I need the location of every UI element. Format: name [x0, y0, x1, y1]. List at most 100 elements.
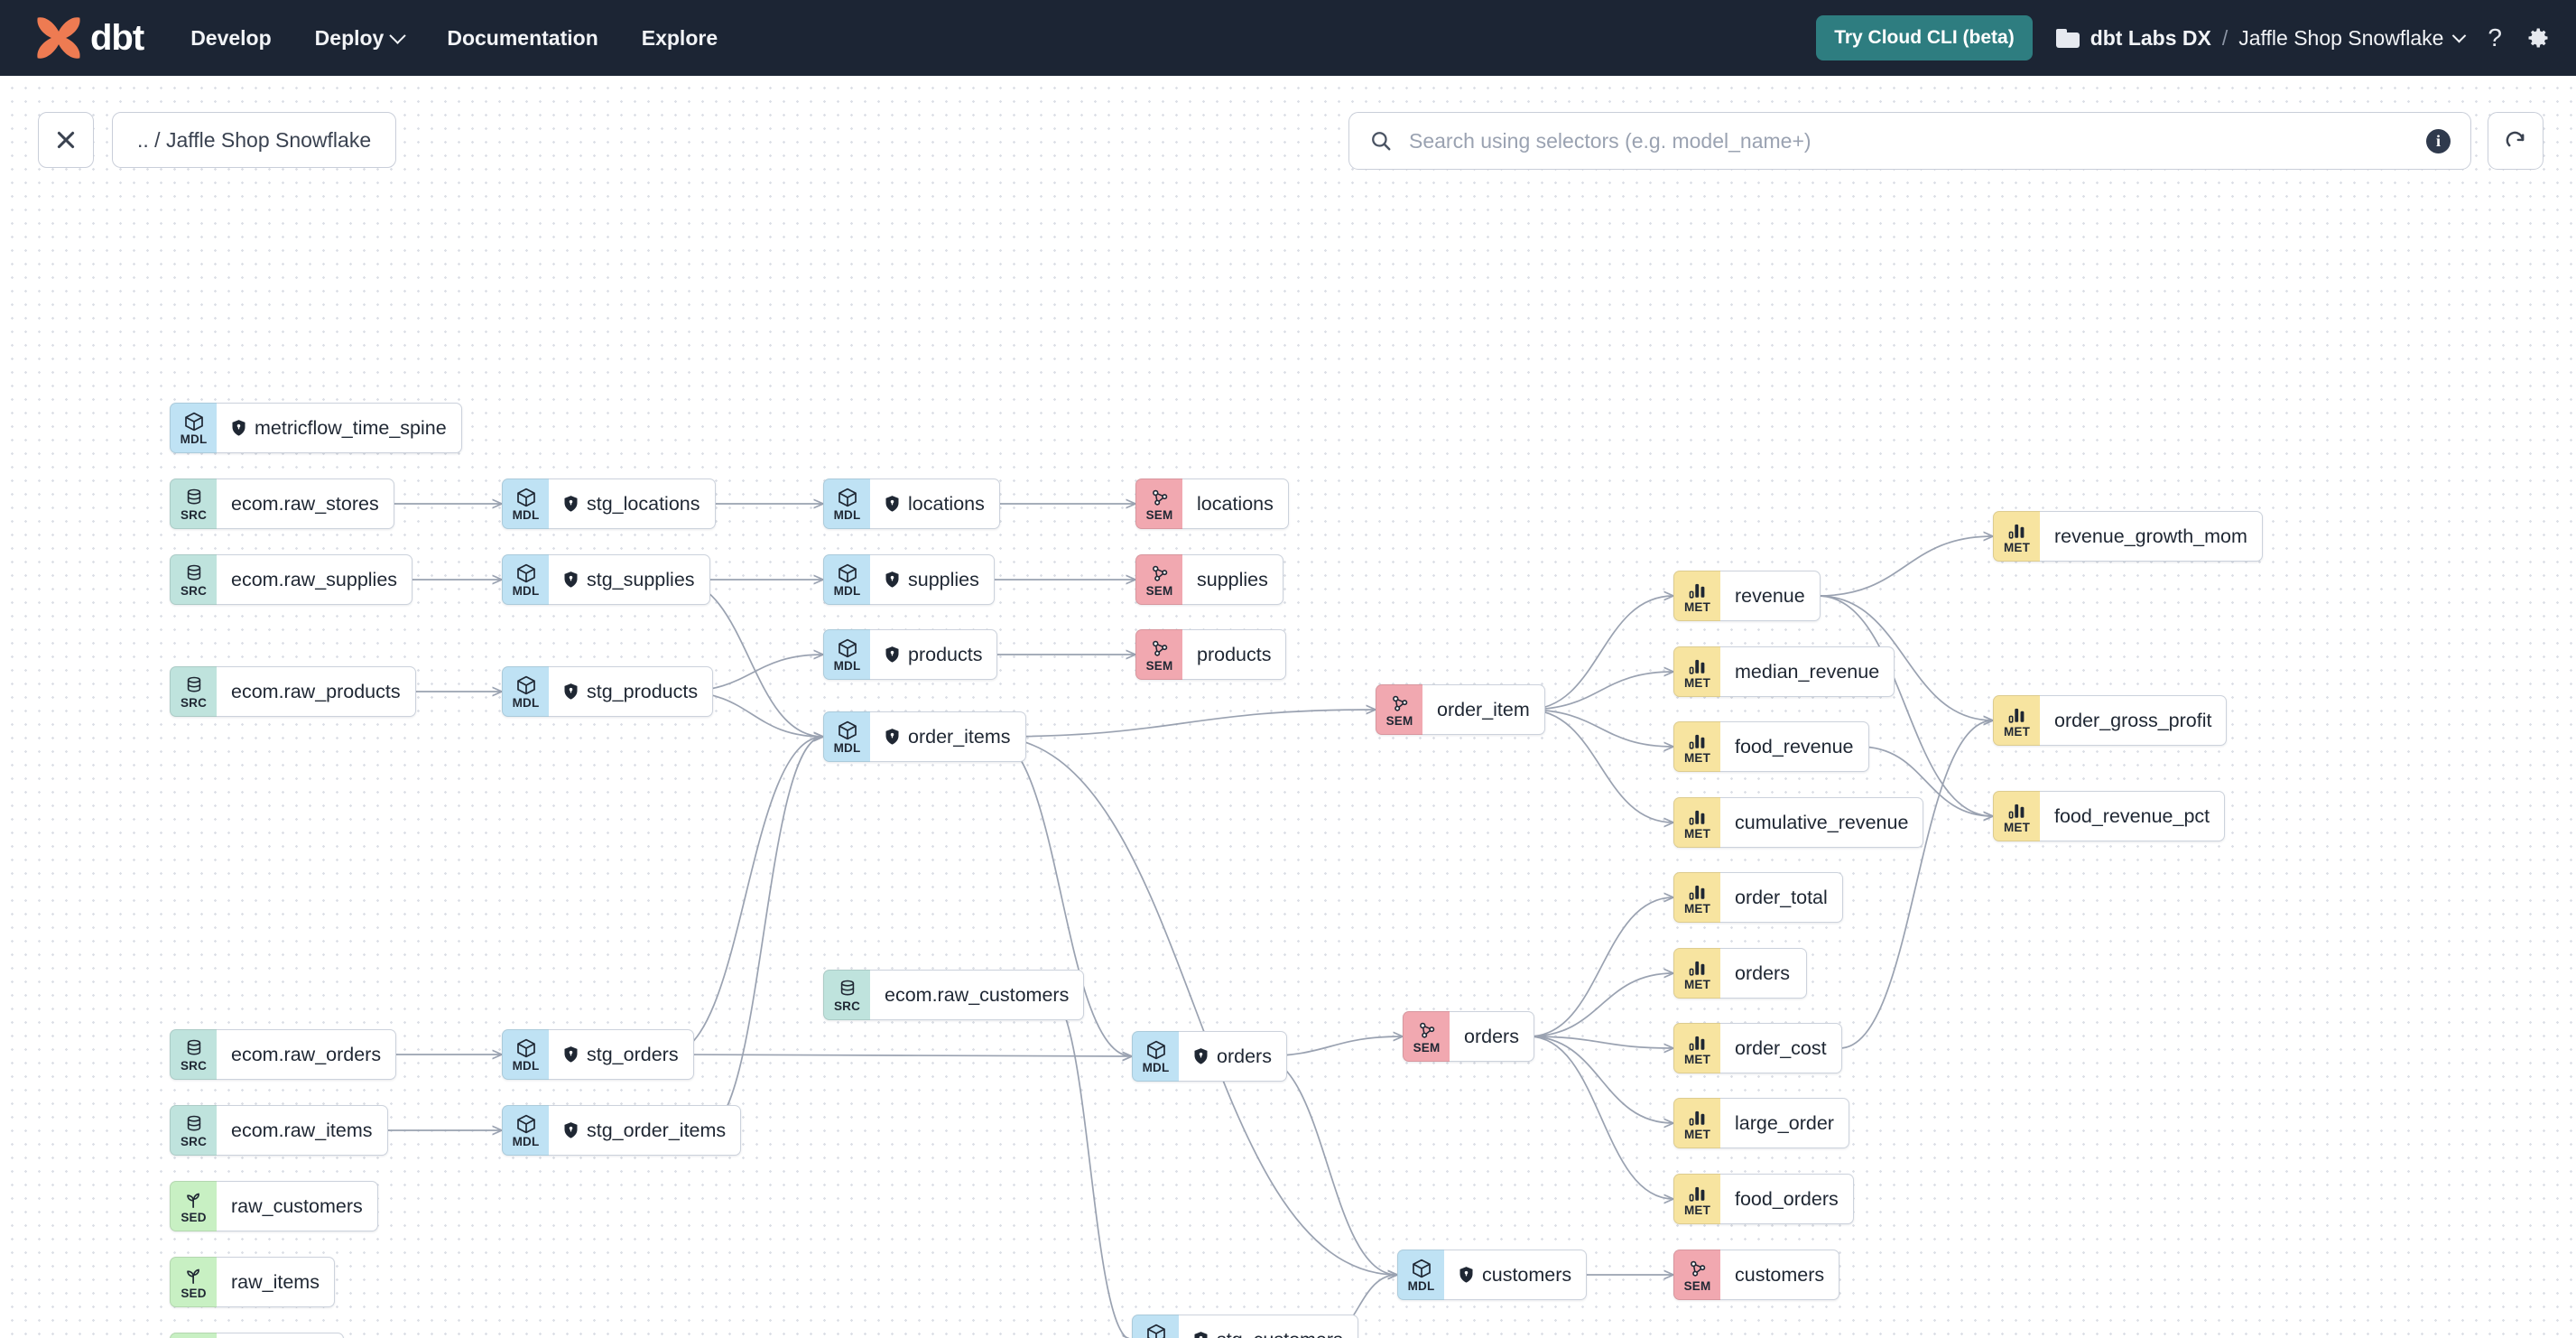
node-label: order_items — [908, 725, 1011, 748]
shield-lock-icon — [885, 496, 899, 512]
chevron-down-icon[interactable] — [2452, 28, 2467, 42]
node-type-label: MDL — [512, 584, 540, 598]
nav-link-deploy[interactable]: Deploy — [315, 26, 407, 51]
lineage-node-stg_orders[interactable]: MDL stg_orders — [502, 1029, 694, 1080]
search-input[interactable] — [1407, 127, 2412, 154]
lineage-edge — [1817, 536, 1993, 597]
node-body: stg_orders — [549, 1029, 694, 1080]
gear-icon[interactable] — [2525, 25, 2551, 51]
refresh-icon — [2506, 131, 2525, 147]
node-label: order_item — [1437, 698, 1530, 720]
lineage-canvas[interactable]: .. / Jaffle Shop Snowflake i MDLmetricfl… — [0, 76, 2576, 1338]
nav-link-develop[interactable]: Develop — [190, 26, 271, 51]
lineage-node-mdl_supplies[interactable]: MDL supplies — [823, 554, 995, 605]
node-label: food_revenue_pct — [2054, 804, 2210, 827]
bar-chart-icon — [2008, 708, 2025, 723]
help-icon[interactable]: ? — [2488, 23, 2502, 51]
top-navigation-bar: dbt Develop Deploy Documentation Explore… — [0, 0, 2576, 76]
nav-link-documentation-label: Documentation — [447, 25, 598, 50]
node-body: revenue — [1720, 571, 1821, 621]
breadcrumb[interactable]: .. / Jaffle Shop Snowflake — [112, 112, 397, 168]
node-label: supplies — [908, 568, 979, 590]
lineage-search-bar[interactable]: i — [1348, 112, 2471, 170]
seedling-icon — [187, 1268, 199, 1285]
graph-icon — [1153, 565, 1168, 581]
cube-icon — [516, 488, 535, 507]
refresh-button[interactable] — [2488, 112, 2544, 170]
node-type-badge-met: MET — [1673, 646, 1720, 697]
cube-icon — [516, 1114, 535, 1134]
node-label: stg_customers — [1217, 1329, 1343, 1338]
search-info-icon[interactable]: i — [2426, 128, 2451, 153]
node-type-label: MDL — [512, 1059, 540, 1073]
node-type-label: MDL — [512, 1135, 540, 1148]
shield-lock-icon — [232, 420, 246, 436]
node-label: order_cost — [1735, 1036, 1827, 1059]
search-icon — [1372, 132, 1391, 151]
node-body: ecom.raw_orders — [217, 1029, 397, 1080]
node-type-badge-met: MET — [1673, 797, 1720, 848]
close-lineage-button[interactable] — [38, 112, 94, 168]
node-body: order_total — [1720, 872, 1843, 923]
nav-link-develop-label: Develop — [190, 25, 272, 50]
node-type-badge-mdl: MDL — [502, 666, 549, 717]
nav-link-documentation[interactable]: Documentation — [447, 26, 598, 51]
node-type-badge-sed: SED — [170, 1181, 217, 1231]
try-cloud-cli-button[interactable]: Try Cloud CLI (beta) — [1816, 15, 2033, 60]
lineage-edge — [1526, 709, 1673, 747]
lineage-edge — [1528, 1036, 1673, 1123]
database-icon — [187, 564, 200, 581]
shield-lock-icon — [564, 571, 578, 588]
node-type-badge-met: MET — [1673, 1098, 1720, 1148]
dbt-logo[interactable]: dbt — [32, 14, 144, 61]
node-type-label: MDL — [833, 584, 861, 598]
account-project-breadcrumb[interactable]: dbt Labs DX / Jaffle Shop Snowflake — [2055, 26, 2467, 51]
cube-icon — [838, 720, 857, 740]
nav-link-explore[interactable]: Explore — [642, 26, 718, 51]
node-type-badge-met: MET — [1993, 695, 2040, 746]
node-label: orders — [1217, 1045, 1272, 1067]
node-type-label: MET — [1683, 676, 1711, 690]
node-type-label: SRC — [180, 1135, 208, 1148]
node-label: orders — [1464, 1025, 1519, 1047]
